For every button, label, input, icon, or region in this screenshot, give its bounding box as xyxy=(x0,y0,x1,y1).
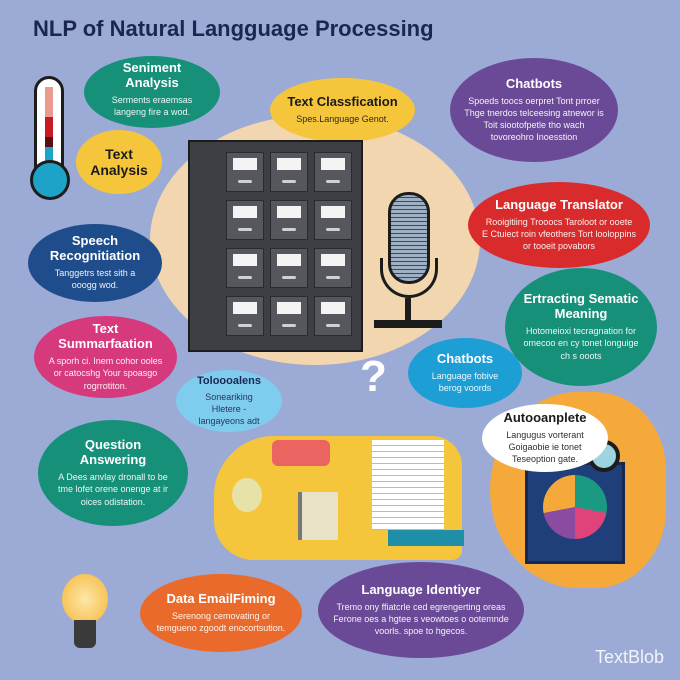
bubble-language-identifier: Language Identiyer Tremo ony ffiatcrle c… xyxy=(318,562,524,658)
bubble-heading: Chatbots xyxy=(436,350,494,366)
bubble-body: Rooigitiing Trooocs Taroloot or ooete E … xyxy=(482,216,636,252)
bubble-sentiment-analysis: Seniment Analysis Serments eraemsas lang… xyxy=(84,56,220,128)
document-icon xyxy=(372,440,444,530)
bubble-heading: Chatbots xyxy=(505,75,563,91)
bubble-extracting-semantic-meaning: Ertracting Sematic Meaning Hotomeioxi te… xyxy=(505,268,657,386)
bubble-heading: Text Analysis xyxy=(90,145,148,178)
bubble-body: Spes.Language Genot. xyxy=(296,113,389,124)
thermometer-segment xyxy=(45,147,53,167)
bubble-body: A Dees anvlay dronall to be tme lofet or… xyxy=(57,472,169,507)
bubble-autocomplete: Autooanplete Langugus vorterant Goigaobi… xyxy=(482,404,608,472)
drawer xyxy=(314,296,352,336)
question-mark-icon: ? xyxy=(360,352,387,401)
bubble-body: Tanggetrs test sith a ooogg wod. xyxy=(54,268,136,291)
bubble-data-email-filtering: Data EmailFiming Serenong cemovating or … xyxy=(140,574,302,652)
bubble-heading: Question Answering xyxy=(79,437,147,468)
bubble-body: Serenong cemovating or temgueno zgoodt e… xyxy=(156,610,286,633)
drawer xyxy=(314,200,352,240)
thermometer-segment xyxy=(45,117,53,137)
bubble-body: Spoeds toocs oerpret Tont prroer Thge tn… xyxy=(464,95,604,143)
arrow-icon xyxy=(272,440,330,466)
bubble-text-summarization: Text Summarfaation A sporh ci. Inem coho… xyxy=(34,316,177,398)
laptop-icon xyxy=(525,462,625,564)
book-icon xyxy=(298,492,338,540)
bubble-heading: Text Summarfaation xyxy=(58,321,153,352)
bubble-chatbots-mid: Chatbots Language fobive berog voords xyxy=(408,338,522,408)
bubble-heading: Ertracting Sematic Meaning xyxy=(523,291,639,322)
microphone-base xyxy=(374,298,442,328)
bubble-heading: Speech Recognitiation xyxy=(49,233,141,264)
bubble-body: Tremo ony ffiatcrle ced egrengerting ore… xyxy=(333,601,509,637)
thermometer-bulb xyxy=(30,160,70,200)
bubble-body: Language fobive berog voords xyxy=(431,370,499,393)
lightbulb-base xyxy=(74,620,96,648)
pie-chart-icon xyxy=(543,475,607,539)
drawer xyxy=(314,248,352,288)
drawer xyxy=(226,248,264,288)
lightbulb-large-icon xyxy=(62,574,108,624)
bubble-heading: Data EmailFiming xyxy=(166,590,276,606)
thermometer-segment xyxy=(45,137,53,147)
bubble-body: A sporh ci. Inem cohor ooles or catocshg… xyxy=(48,356,163,391)
bubble-tokenization: Toloooalens Soneariking Hletere - langay… xyxy=(176,370,282,432)
bubble-heading: Toloooalens xyxy=(197,374,261,387)
bubble-chatbots-top: Chatbots Spoeds toocs oerpret Tont prroe… xyxy=(450,58,618,162)
bubble-text-analysis: Text Analysis xyxy=(76,130,162,194)
bubble-body: Langugus vorterant Goigaobie ie tonet Te… xyxy=(506,429,584,465)
bubble-body: Soneariking Hletere - langayeons adt xyxy=(198,391,260,426)
microphone-stand xyxy=(380,258,438,298)
page-title: NLP of Natural Langguage Processing xyxy=(33,16,434,41)
drawer xyxy=(314,152,352,192)
bubble-text-classification: Text Classfication Spes.Language Genot. xyxy=(270,78,415,142)
bubble-heading: Seniment Analysis xyxy=(122,60,182,91)
drawer xyxy=(270,296,308,336)
bubble-heading: Language Translator xyxy=(495,196,623,212)
tray-icon xyxy=(388,530,464,546)
lightbulb-icon xyxy=(232,478,262,512)
bubble-heading: Text Classfication xyxy=(287,93,398,109)
drawer xyxy=(226,152,264,192)
bubble-speech-recognition: Speech Recognitiation Tanggetrs test sit… xyxy=(28,224,162,302)
thermometer-segment xyxy=(45,87,53,117)
bubble-heading: Autooanplete xyxy=(503,409,587,425)
bubble-body: Hotomeioxi tecragnation for omecoo en cy… xyxy=(523,326,639,361)
drawer xyxy=(226,296,264,336)
drawer xyxy=(270,152,308,192)
filing-cabinet-icon xyxy=(188,140,363,352)
bubble-body: Serments eraemsas langeng fire a wod. xyxy=(111,95,193,118)
bubble-heading: Language Identiyer xyxy=(361,581,481,597)
drawer xyxy=(226,200,264,240)
bubble-language-translator: Language Translator Rooigitiing Trooocs … xyxy=(468,182,650,268)
brand-logo: TextBlob xyxy=(594,647,664,667)
drawer xyxy=(270,200,308,240)
drawer xyxy=(270,248,308,288)
bubble-question-answering: Question Answering A Dees anvlay dronall… xyxy=(38,420,188,526)
